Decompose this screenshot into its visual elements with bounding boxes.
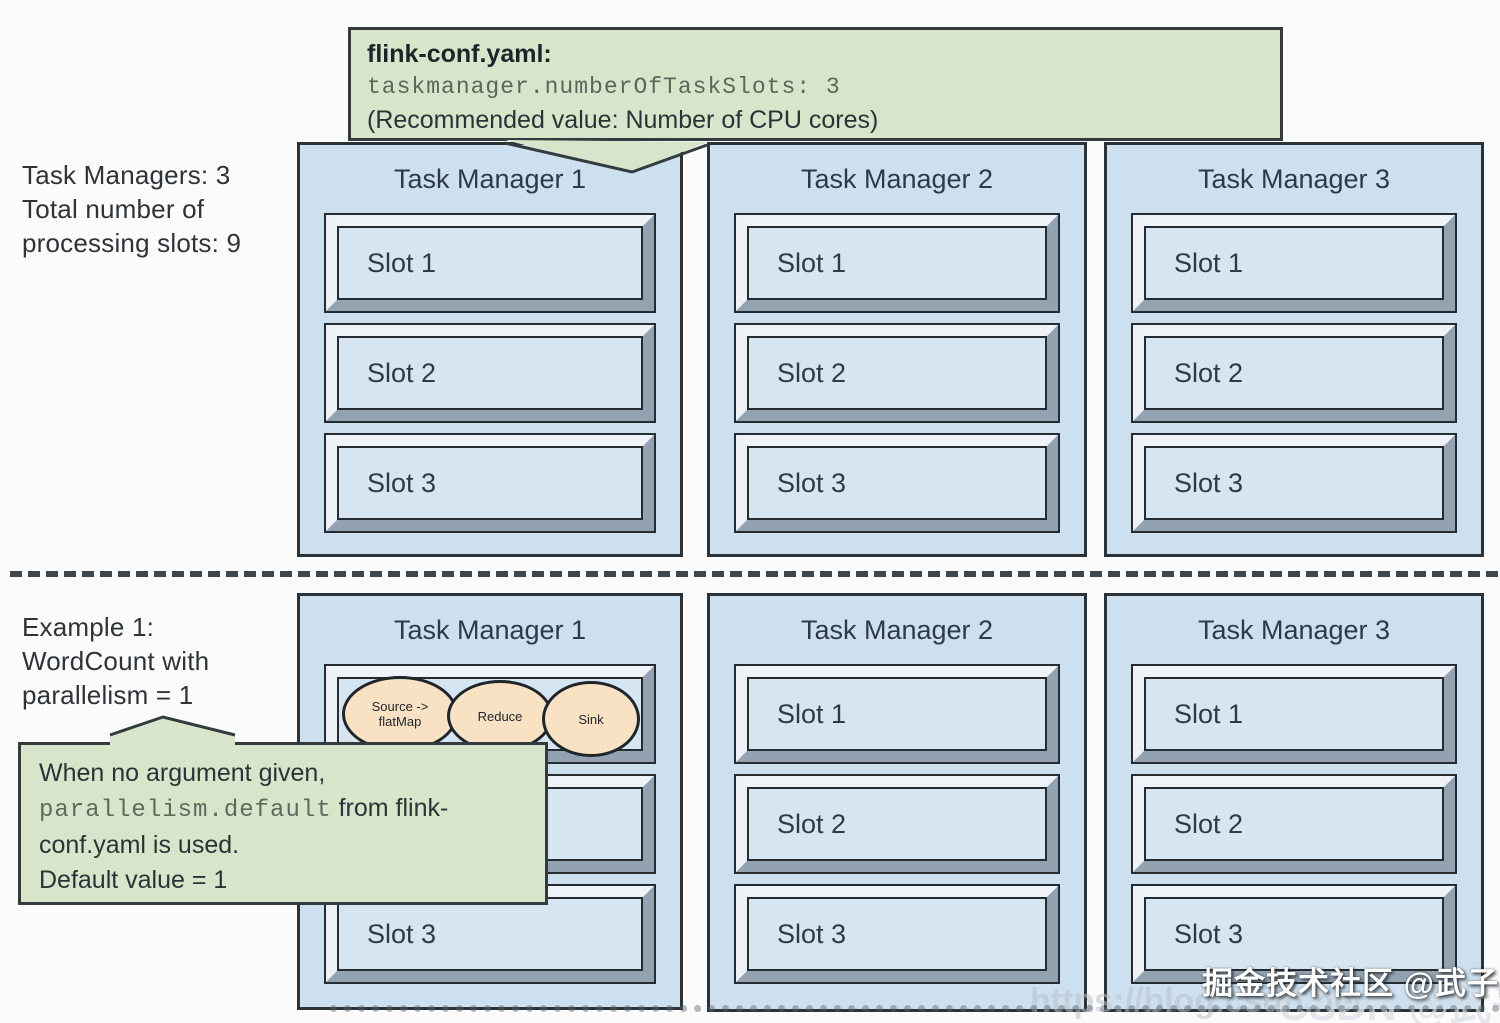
task-manager-box-2-top: Task Manager 2 Slot 1 Slot 2 Slot 3 [707,142,1087,557]
slot-label: Slot 3 [777,918,847,949]
note-line: Task Managers: 3 [22,160,231,190]
slot-label: Slot 2 [777,357,847,388]
callout-code: parallelism.default [39,797,332,824]
slot-label: Slot 3 [777,467,847,498]
note-line: Example 1: [22,612,155,642]
note-task-managers: Task Managers: 3 Total number of process… [22,158,241,260]
note-line: Total number of [22,194,205,224]
task-manager-box-1-top: Task Manager 1 Slot 1 Slot 2 Slot 3 [297,142,683,557]
callout-line: Default value = 1 [39,866,228,894]
task-manager-box-3-bottom: Task Manager 3 Slot 1 Slot 2 Slot 3 [1104,593,1484,1012]
callout-line: parallelism.default from flink- [39,791,527,828]
slot: Slot 3 [734,884,1060,984]
slot: Slot 3 [1131,884,1457,984]
slot: Slot 1 [734,213,1060,313]
slot: Slot 2 [324,323,656,423]
slot-label: Slot 3 [1174,918,1244,949]
slot: Slot 3 [1131,433,1457,533]
note-line: processing slots: 9 [22,228,242,258]
slot-bevel: Slot 2 [736,776,1058,872]
slot-bevel: Slot 1 [1133,666,1455,762]
dashed-divider [10,571,1498,577]
slot-bevel: Slot 2 [326,325,654,421]
task-label: Source -> [371,699,429,714]
task-label: Reduce [477,708,523,724]
callout-line-rest: from flink- [331,794,449,822]
slot: Slot 2 [734,323,1060,423]
slot-bevel: Slot 3 [326,435,654,531]
callout-pointer-down [504,140,708,174]
slot-bevel: Slot 3 [1133,435,1455,531]
slot-bevel: Slot 2 [1133,776,1455,872]
task-ellipse-sink: Sink [542,681,640,757]
task-manager-title: Task Manager 2 [800,615,994,645]
slot: Slot 1 [1131,213,1457,313]
slot-label: Slot 1 [777,247,847,278]
slot-label: Slot 3 [367,918,437,949]
slot: Slot 2 [1131,774,1457,874]
task-label: Sink [578,711,604,727]
slot-bevel: Slot 1 [326,215,654,311]
slot-label: Slot 2 [367,357,437,388]
slot: Slot 1 [1131,664,1457,764]
callout-flink-conf: flink-conf.yaml: taskmanager.numberOfTas… [348,27,1283,141]
slot: Slot 1 [734,664,1060,764]
note-example: Example 1: WordCount with parallelism = … [22,610,209,712]
slot-bevel: Slot 2 [1133,325,1455,421]
slot-label: Slot 1 [1174,247,1244,278]
slot-bevel: Slot 2 [736,325,1058,421]
callout-code: taskmanager.numberOfTaskSlots: 3 [367,74,841,100]
slot-label: Slot 3 [1174,467,1244,498]
slot: Slot 2 [1131,323,1457,423]
callout-title: flink-conf.yaml: [367,40,552,68]
slot-label: Slot 1 [367,247,437,278]
task-ellipse-source-flatmap: Source -> flatMap [342,676,458,752]
task-manager-title: Task Manager 1 [393,164,587,194]
watermark-primary: 掘金技术社区 @武子康 [1202,966,1500,1001]
slot-label: Slot 2 [1174,808,1244,839]
slot-bevel: Slot 1 [736,215,1058,311]
task-manager-box-2-bottom: Task Manager 2 Slot 1 Slot 2 Slot 3 [707,593,1087,1012]
task-manager-title: Task Manager 3 [1197,164,1391,194]
slot-bevel: Slot 3 [1133,886,1455,982]
task-manager-box-3-top: Task Manager 3 Slot 1 Slot 2 Slot 3 [1104,142,1484,557]
callout-parallelism-default: When no argument given, parallelism.defa… [18,742,548,905]
callout-line: conf.yaml is used. [39,831,240,859]
slot: Slot 3 [324,433,656,533]
slot-label: Slot 3 [367,467,437,498]
note-line: parallelism = 1 [22,680,194,710]
note-line: WordCount with [22,646,210,676]
slot-bevel: Slot 3 [736,435,1058,531]
slot-label: Slot 2 [777,808,847,839]
slot: Slot 2 [734,774,1060,874]
callout-note: (Recommended value: Number of CPU cores) [367,106,879,134]
task-manager-title: Task Manager 2 [800,164,994,194]
watermark-dotted-line [330,1005,1500,1012]
watermark-ghost: CSDN @武子康 [1278,982,1500,1023]
slot-label: Slot 2 [1174,357,1244,388]
task-manager-title: Task Manager 1 [393,615,587,645]
slot-label: Slot 1 [777,698,847,729]
slot-label: Slot 1 [1174,698,1244,729]
callout-pointer-up [109,715,236,746]
callout-line: When no argument given, [39,759,326,787]
slot-bevel: Slot 3 [736,886,1058,982]
slot-bevel: Slot 1 [736,666,1058,762]
slot: Slot 3 [734,433,1060,533]
slot-bevel: Slot 1 [1133,215,1455,311]
slot: Slot 1 [324,213,656,313]
task-manager-title: Task Manager 3 [1197,615,1391,645]
task-label: flatMap [378,714,422,729]
watermark-url: https://blog.csdn.net [1030,982,1365,1020]
